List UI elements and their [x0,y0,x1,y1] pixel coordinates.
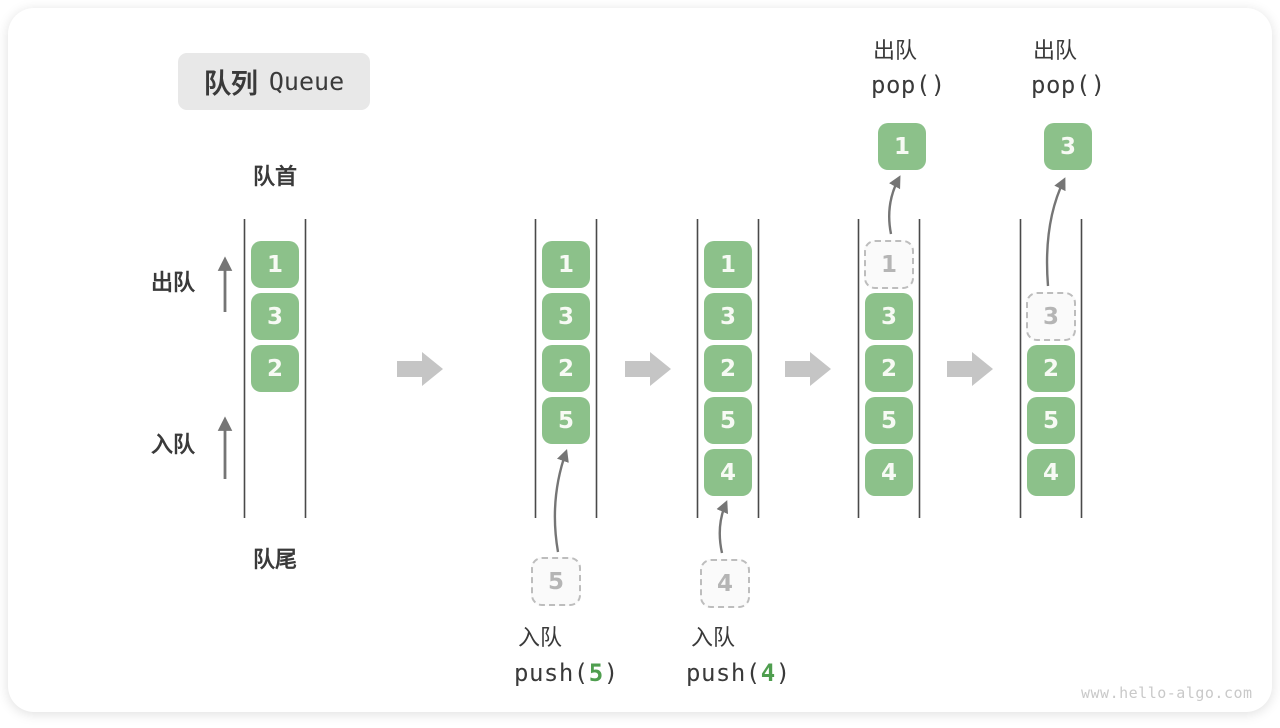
title-zh: 队列 [203,69,258,100]
op-code-post: ) [603,659,619,687]
push-arrow-icon [716,500,728,554]
ghost-cell: 1 [864,240,914,289]
queue-cell: 2 [865,345,913,392]
op-code-push: push(4) [686,658,791,688]
queue-cell: 2 [542,345,590,392]
op-code-arg: 5 [588,659,604,687]
op-label-dequeue: 出队 [873,39,918,64]
label-enqueue-side: 入队 [151,433,196,458]
op-code-post: ) [775,659,791,687]
state-transition-arrow-icon [785,352,831,386]
queue-cell: 5 [1027,397,1075,444]
popped-cell: 3 [1044,123,1092,170]
incoming-cell: 5 [531,557,581,606]
popped-cell: 1 [878,123,926,170]
queue-cell: 3 [865,293,913,340]
queue-cell: 5 [865,397,913,444]
queue-cell: 4 [704,449,752,496]
title-badge: 队列 Queue [178,53,370,110]
queue-cell: 3 [542,293,590,340]
op-code-arg: 4 [760,659,776,687]
queue-cell: 1 [251,241,299,288]
diagram-lines-layer [217,175,1083,554]
queue-cell: 5 [542,397,590,444]
queue-cell: 1 [704,241,752,288]
queue-cell: 1 [542,241,590,288]
state-transition-arrow-icon [625,352,671,386]
push-arrow-icon [553,449,569,553]
state-transition-arrow-icon [947,352,993,386]
queue-cell: 3 [704,293,752,340]
ghost-cell: 3 [1026,292,1076,341]
queue-cell: 2 [1027,345,1075,392]
queue-cell: 2 [704,345,752,392]
op-code-pre: push( [686,659,761,687]
watermark: www.hello-algo.com [1081,684,1253,702]
op-code-pop: pop() [871,71,946,99]
queue-cell: 4 [865,449,913,496]
label-dequeue-side: 出队 [151,271,196,296]
queue-cell: 2 [251,345,299,392]
label-queue-rear: 队尾 [252,548,297,573]
label-queue-front: 队首 [252,165,297,190]
pop-arrow-icon [888,175,901,235]
queue-cell: 3 [251,293,299,340]
queue-cell: 5 [704,397,752,444]
state-transition-arrow-icon [397,352,443,386]
op-label-enqueue: 入队 [691,626,736,651]
op-label-enqueue: 入队 [518,626,563,651]
incoming-cell: 4 [700,559,750,608]
op-label-dequeue: 出队 [1033,39,1078,64]
queue-cell: 4 [1027,449,1075,496]
pop-arrow-icon [1045,177,1066,287]
op-code-pop: pop() [1031,71,1106,99]
op-code-pre: push( [514,659,589,687]
op-code-push: push(5) [514,658,619,688]
diagram-card: 队列 Queue 队首 队尾 出队 入队 1 3 2 1 3 2 5 5 入队 … [8,8,1272,712]
title-en: Queue [268,67,345,96]
